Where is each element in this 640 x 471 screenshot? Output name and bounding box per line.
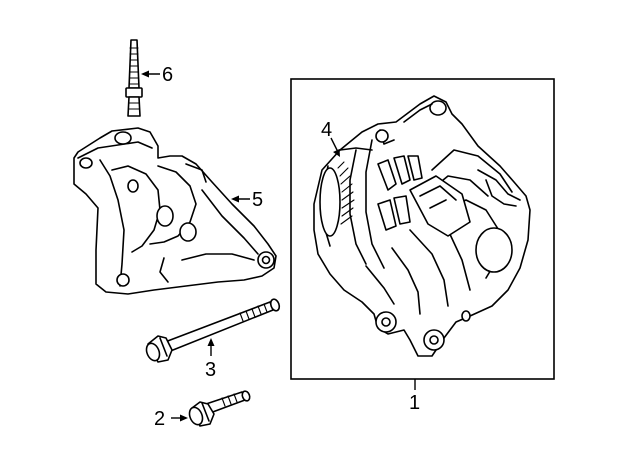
callout-2: 2 xyxy=(154,408,188,430)
callout-1: 1 xyxy=(409,379,420,414)
callout-label-2: 2 xyxy=(154,408,165,430)
stud-part-6 xyxy=(125,39,143,117)
callout-5: 5 xyxy=(231,189,263,211)
callout-label-5: 5 xyxy=(252,189,263,211)
alternator-part-1 xyxy=(313,95,531,357)
callout-label-6: 6 xyxy=(162,64,173,86)
callout-6: 6 xyxy=(141,64,173,86)
bracket-part-5 xyxy=(73,127,277,295)
callout-label-1: 1 xyxy=(409,392,420,414)
bolt-part-3 xyxy=(145,298,281,363)
callout-label-3: 3 xyxy=(205,359,216,381)
bolt-part-2 xyxy=(188,390,251,427)
callout-3: 3 xyxy=(205,338,216,381)
assembly-frame-part-1 xyxy=(290,78,555,380)
callout-label-4: 4 xyxy=(321,119,332,141)
callout-4: 4 xyxy=(321,119,340,157)
